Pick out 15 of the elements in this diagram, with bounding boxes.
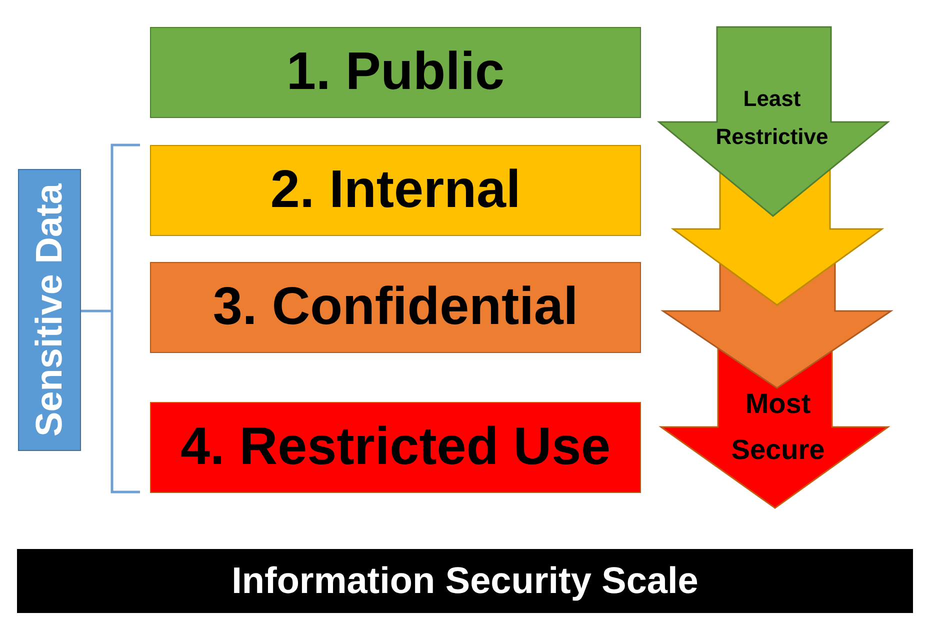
classification-label: 2. Internal <box>270 161 521 220</box>
classification-label: 1. Public <box>286 43 504 102</box>
title-text: Information Security Scale <box>232 560 698 602</box>
downward-pointer <box>661 346 888 508</box>
classification-label: 3. Confidential <box>212 278 578 337</box>
classification-bar <box>150 27 641 118</box>
classification-label: 4. Restricted Use <box>180 418 611 477</box>
category-label: Sensitive Data <box>29 184 70 436</box>
pointer-label: Least Restrictive <box>716 85 828 151</box>
classification-bar <box>150 402 641 493</box>
classification-bar <box>150 145 641 236</box>
classification-bar <box>150 262 641 353</box>
category-panel <box>18 169 81 451</box>
pointer-label: Most Secure <box>731 387 825 467</box>
downward-pointer <box>659 27 888 216</box>
